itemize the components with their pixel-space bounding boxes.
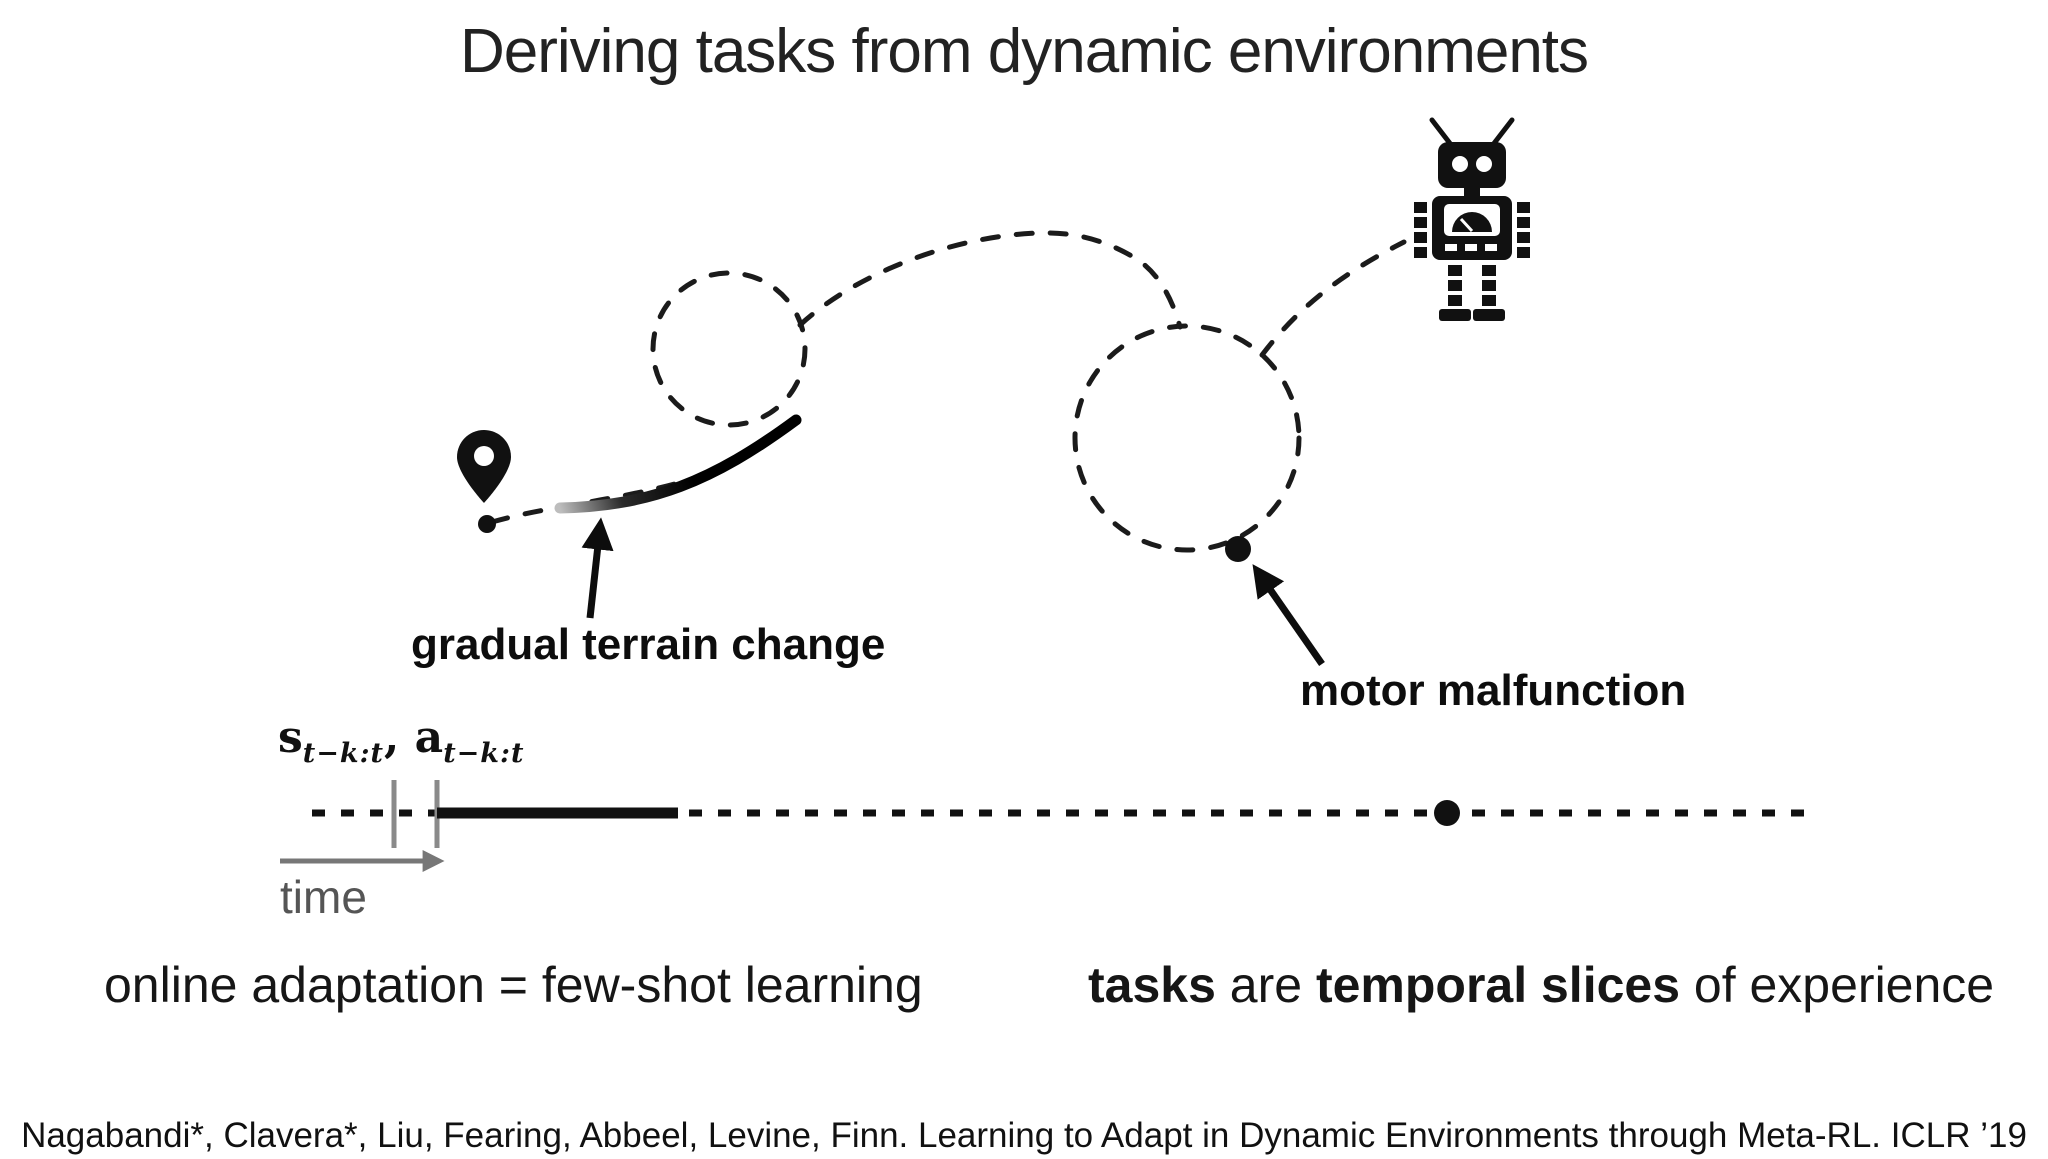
robot-arm-right [1517, 202, 1530, 258]
slide-title: Deriving tasks from dynamic environments [459, 17, 1589, 86]
journey-loop-small [650, 270, 808, 428]
robot-eye-right [1476, 156, 1492, 172]
state-symbol: s [278, 712, 303, 763]
robot-foot-right [1473, 309, 1505, 321]
robot-arm-left [1414, 202, 1427, 258]
history-window-label: st−k:t, at−k:t [278, 712, 524, 769]
time-axis-label: time [280, 871, 367, 923]
robot-antennae [1429, 117, 1515, 149]
takeaway-right-bold-slices: temporal slices [1315, 957, 1681, 1013]
location-pin-icon [457, 430, 511, 503]
journey-start-dot [478, 515, 496, 533]
takeaway-right: tasks are temporal slices of experience [1088, 956, 1994, 1014]
journey-loop-large [1072, 323, 1302, 553]
journey-path-end-segment [1259, 239, 1407, 358]
robot-leg-right [1482, 265, 1496, 306]
robot-gauge-needle [1459, 217, 1474, 233]
state-subscript: t−k:t [302, 738, 385, 769]
robot-neck [1464, 188, 1480, 197]
takeaway-right-bold-tasks: tasks [1088, 957, 1216, 1013]
robot-icon [1414, 117, 1530, 321]
robot-foot-left [1439, 309, 1471, 321]
takeaway-right-tail: of experience [1680, 957, 1995, 1013]
malfunction-dot [1225, 536, 1251, 562]
robot-body-vents [1445, 244, 1497, 251]
symbol-separator: , [384, 712, 415, 763]
timeline [280, 780, 1818, 873]
action-symbol: a [414, 712, 444, 763]
journey-path-middle-segment [797, 230, 1183, 330]
motor-malfunction-label: motor malfunction [1300, 666, 1687, 715]
terrain-swoosh [554, 414, 802, 514]
robot-head [1438, 142, 1506, 188]
timeline-event-dot [1434, 800, 1460, 826]
malfunction-arrow [1252, 564, 1325, 666]
gradual-terrain-label: gradual terrain change [411, 620, 886, 669]
journey-path-start-segment [489, 417, 799, 525]
robot-eye-left [1452, 156, 1468, 172]
robot-leg-left [1448, 265, 1462, 306]
action-subscript: t−k:t [443, 738, 525, 769]
journey-path [478, 230, 1407, 562]
footer-citation: Nagabandi*, Clavera*, Liu, Fearing, Abbe… [21, 1116, 2027, 1155]
takeaway-right-mid: are [1215, 957, 1316, 1013]
robot-gauge [1452, 212, 1492, 232]
takeaway-left: online adaptation = few-shot learning [104, 957, 923, 1013]
terrain-arrow [581, 517, 614, 619]
